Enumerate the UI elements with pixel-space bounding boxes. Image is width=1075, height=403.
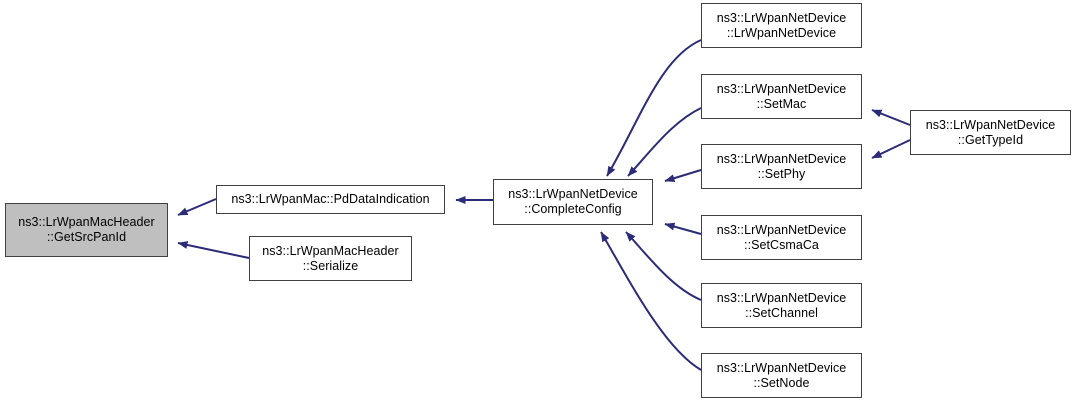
node-lrwpannetdevice-ctor[interactable]: ns3::LrWpanNetDevice ::LrWpanNetDevice <box>701 3 862 48</box>
node-label: ns3::LrWpanNetDevice ::LrWpanNetDevice <box>716 10 847 40</box>
edge-setnode-completeconfig <box>600 231 702 371</box>
edge-gettypeid-setmac <box>871 109 911 126</box>
node-setcsmaca[interactable]: ns3::LrWpanNetDevice ::SetCsmaCa <box>701 215 862 260</box>
edge-setmac-completeconfig <box>627 107 702 177</box>
node-getsrcpanid[interactable]: ns3::LrWpanMacHeader ::GetSrcPanId <box>5 203 168 257</box>
node-completeconfig[interactable]: ns3::LrWpanNetDevice ::CompleteConfig <box>493 179 653 225</box>
edge-setphy-completeconfig <box>664 169 702 183</box>
node-label: ns3::LrWpanNetDevice ::SetCsmaCa <box>716 222 847 252</box>
node-label: ns3::LrWpanMacHeader ::Serialize <box>262 243 399 273</box>
node-setphy[interactable]: ns3::LrWpanNetDevice ::SetPhy <box>701 144 862 189</box>
edge-pddataindication-getsrcpanid <box>177 198 217 216</box>
node-label: ns3::LrWpanNetDevice ::SetNode <box>716 360 847 390</box>
node-setmac[interactable]: ns3::LrWpanNetDevice ::SetMac <box>701 74 862 119</box>
node-serialize[interactable]: ns3::LrWpanMacHeader ::Serialize <box>249 236 412 281</box>
node-label: ns3::LrWpanNetDevice ::SetPhy <box>716 151 847 181</box>
edge-lrwpannetdevice-completeconfig <box>606 39 702 177</box>
edge-gettypeid-setphy <box>871 139 911 159</box>
node-label: ns3::LrWpanNetDevice ::GetTypeId <box>925 117 1056 147</box>
edge-serialize-getsrcpanid <box>177 241 250 259</box>
edge-setcsmaca-completeconfig <box>664 222 702 235</box>
node-label: ns3::LrWpanMac::PdDataIndication <box>231 192 430 206</box>
node-label: ns3::LrWpanNetDevice ::CompleteConfig <box>508 187 638 216</box>
edge-setchannel-completeconfig <box>625 231 702 301</box>
node-label: ns3::LrWpanMacHeader ::GetSrcPanId <box>18 215 155 244</box>
node-label: ns3::LrWpanNetDevice ::SetChannel <box>716 290 847 320</box>
node-pddataindication[interactable]: ns3::LrWpanMac::PdDataIndication <box>216 185 445 214</box>
node-setchannel[interactable]: ns3::LrWpanNetDevice ::SetChannel <box>701 283 862 328</box>
node-gettypeid[interactable]: ns3::LrWpanNetDevice ::GetTypeId <box>910 110 1071 155</box>
node-setnode[interactable]: ns3::LrWpanNetDevice ::SetNode <box>701 353 862 398</box>
node-label: ns3::LrWpanNetDevice ::SetMac <box>716 81 847 111</box>
